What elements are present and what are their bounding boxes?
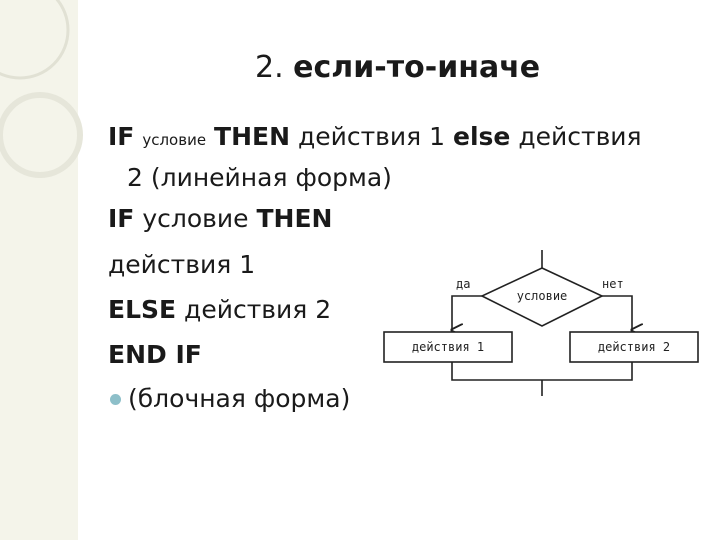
block-condition: условие: [142, 204, 249, 233]
action-2-text: действия: [518, 122, 642, 151]
block-if-line: IF условие THEN: [108, 204, 332, 233]
merge-line: [451, 362, 633, 381]
block-keyword-else: ELSE: [108, 295, 177, 324]
yes-label: да: [456, 277, 470, 291]
title-text: если-то-иначе: [293, 50, 541, 85]
title-number: 2.: [255, 50, 284, 85]
block-action-2: действия 2: [184, 295, 332, 324]
action-1-label: действия 1: [412, 340, 484, 354]
block-action-1-line: действия 1: [108, 250, 255, 279]
no-label: нет: [602, 277, 624, 291]
block-action-1: действия 1: [108, 250, 256, 279]
block-else-line: ELSE действия 2: [108, 295, 331, 324]
no-branch-line: [602, 295, 632, 330]
block-keyword-if: IF: [108, 204, 135, 233]
block-keyword-then: THEN: [256, 204, 333, 233]
if-else-flowchart: условие да нет действия 1 действия 2: [383, 250, 699, 396]
slide-title: 2. если-то-иначе: [255, 50, 540, 85]
keyword-else: else: [453, 122, 511, 151]
keyword-then: THEN: [214, 122, 290, 151]
keyword-if: IF: [108, 122, 135, 151]
condition-text: условие: [142, 131, 207, 149]
action-2-label: действия 2: [598, 340, 670, 354]
yes-branch-line: [452, 295, 482, 330]
condition-label: условие: [517, 289, 568, 303]
slide-sidebar: [0, 0, 78, 540]
action-1-text: действия 1: [297, 122, 446, 151]
action-2-box: [569, 331, 699, 363]
linear-form-line-1: IF условие THEN действия 1 else действия: [108, 122, 642, 151]
action-1-box: [383, 331, 513, 363]
block-end-if: END IF: [108, 340, 202, 369]
linear-form-line-2: 2 (линейная форма): [127, 163, 392, 192]
condition-diamond: [480, 267, 604, 327]
bullet-icon: [110, 394, 121, 405]
decorative-circles: [0, 0, 83, 178]
block-form-label: (блочная форма): [128, 384, 351, 413]
linear-form-label: 2 (линейная форма): [127, 163, 392, 192]
